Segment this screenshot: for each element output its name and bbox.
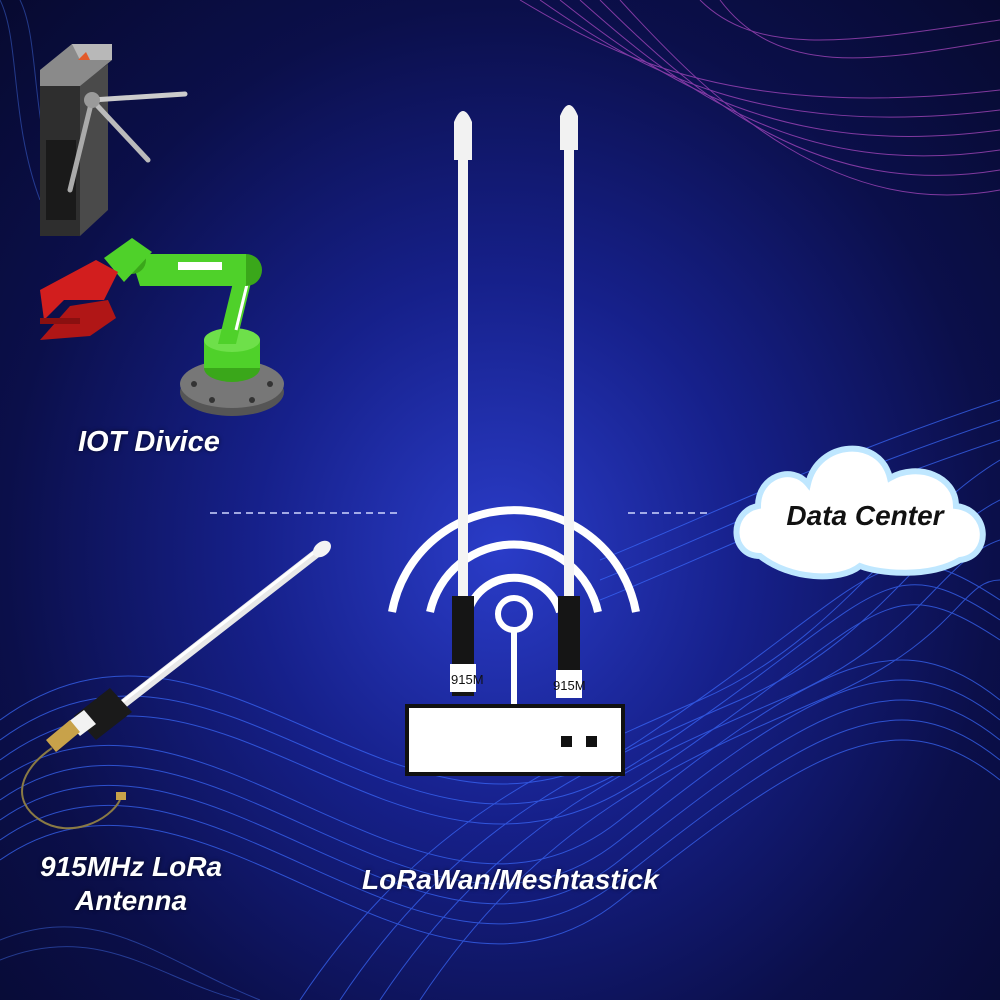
gateway-label: LoRaWan/Meshtastick	[362, 864, 659, 895]
antenna-label-line1: 915MHz LoRa	[40, 851, 223, 882]
gateway-antenna-left: 915M	[450, 111, 484, 696]
wifi-signal-icon	[388, 506, 640, 706]
antenna-icon	[21, 540, 331, 830]
robot-arm-icon	[40, 238, 284, 416]
gateway-router-icon	[405, 704, 625, 776]
antenna-model-label: 915M	[553, 678, 586, 693]
data-center-label: Data Center	[786, 500, 944, 531]
antenna-label: 915MHz LoRa Antenna	[40, 850, 222, 918]
iot-device-label: IOT Divice	[78, 426, 220, 458]
antenna-label-line2: Antenna	[75, 885, 188, 916]
gateway-antenna-right: 915M	[553, 105, 586, 698]
turnstile-icon	[40, 44, 188, 236]
cloud-icon	[733, 445, 986, 580]
antenna-model-label: 915M	[451, 672, 484, 687]
